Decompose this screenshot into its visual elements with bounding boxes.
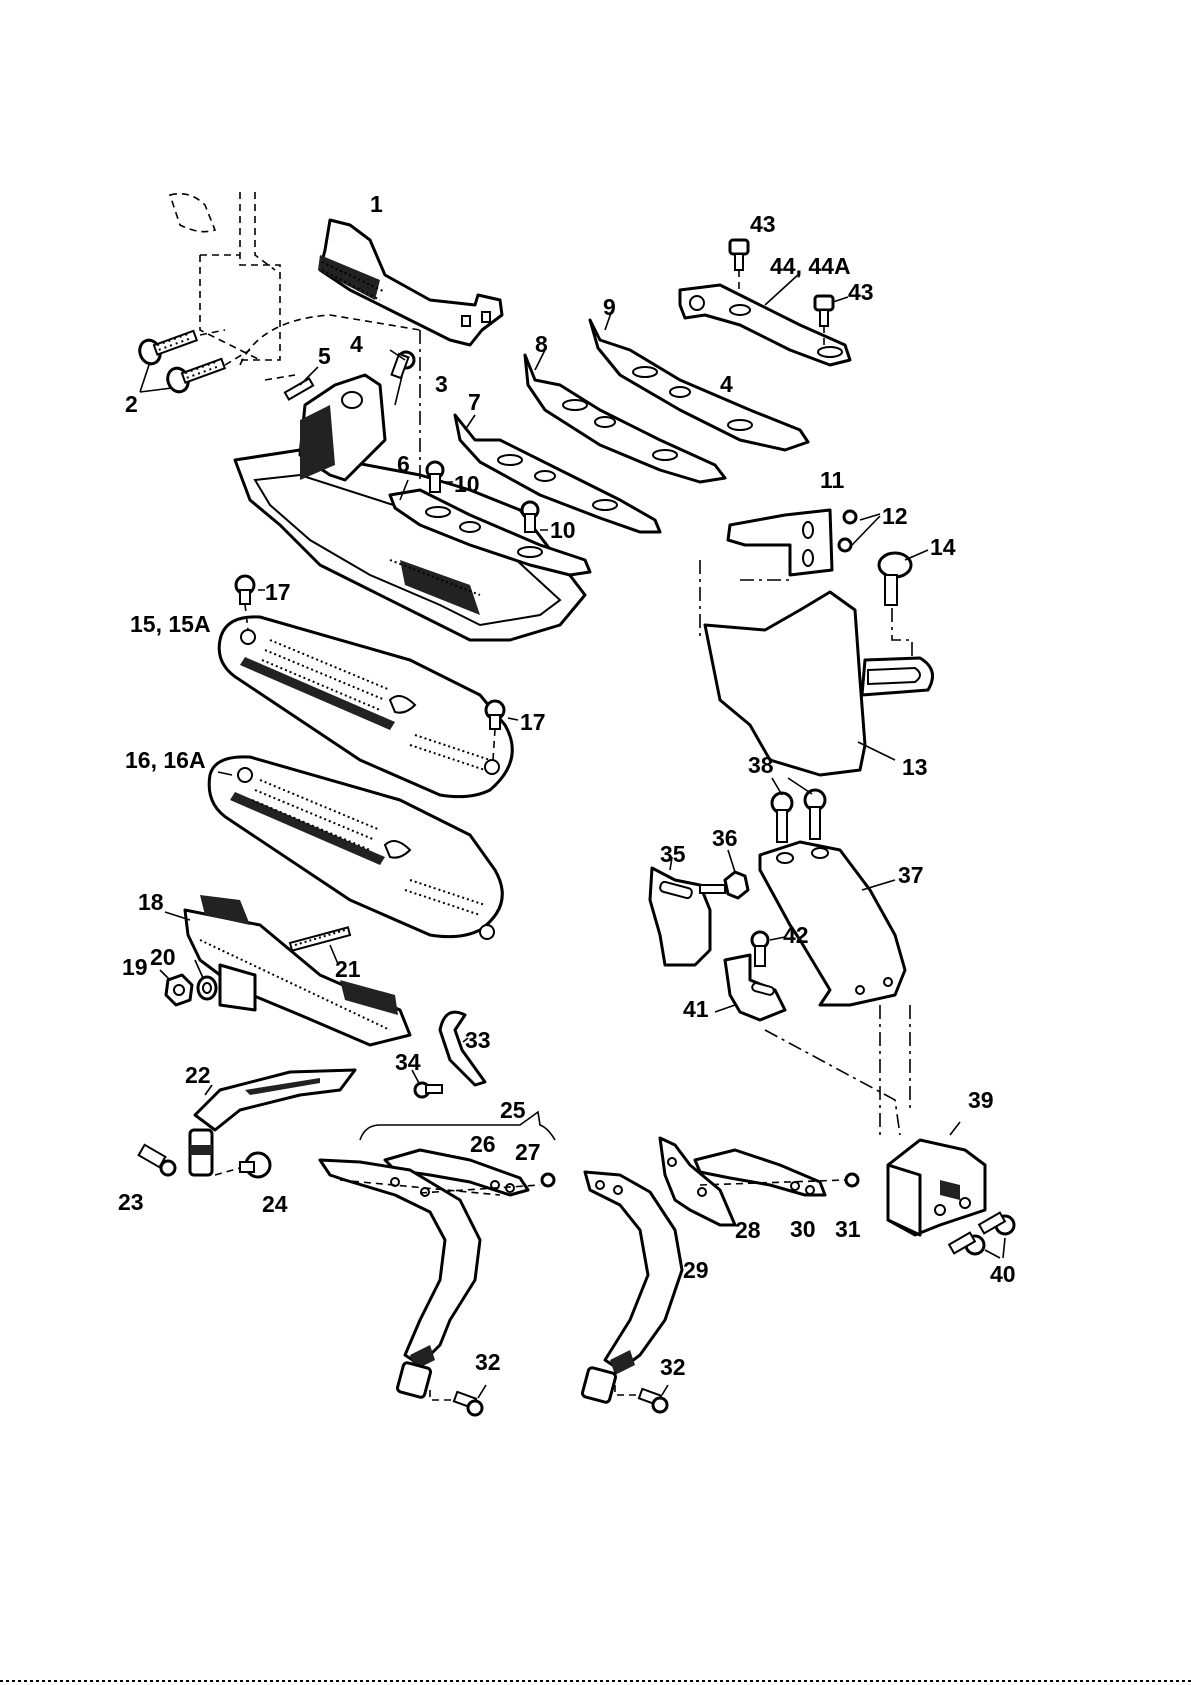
part-23-screw (139, 1145, 175, 1175)
callout-37: 37 (898, 862, 924, 888)
part-36-screw (700, 850, 748, 898)
callout-7: 7 (468, 389, 481, 415)
callout-15: 15, 15A (130, 611, 211, 637)
part-20-washer (198, 977, 216, 999)
callout-17: 17 (265, 579, 291, 605)
part-11-bracket (728, 510, 832, 575)
callout-43: 43 (750, 211, 776, 237)
part-12-screws (839, 511, 880, 551)
callout-12: 12 (882, 503, 908, 529)
callout-2: 2 (125, 391, 138, 417)
callout-36: 36 (712, 825, 738, 851)
callout-41: 41 (683, 996, 709, 1022)
callout-35: 35 (660, 841, 686, 867)
callout-28: 28 (735, 1217, 761, 1243)
callout-26: 26 (470, 1131, 496, 1157)
part-35-bracket (650, 857, 710, 965)
part-32-screws (430, 1385, 668, 1415)
part-5-pin (285, 379, 313, 400)
callout-10: 10 (550, 517, 576, 543)
callout-18: 18 (138, 889, 164, 915)
part-38-screws (772, 778, 825, 842)
callout-40: 40 (990, 1261, 1016, 1287)
callout-19: 19 (122, 954, 148, 980)
callout-32: 32 (475, 1349, 501, 1375)
callout-8: 8 (535, 331, 548, 357)
part-1-feed-dog-bar (318, 220, 502, 345)
callout-4: 4 (720, 371, 733, 397)
callout-33: 33 (465, 1027, 491, 1053)
callout-34: 34 (395, 1049, 421, 1075)
leader-3 (395, 376, 402, 405)
callout-39: 39 (968, 1087, 994, 1113)
part-37-bracket (760, 842, 905, 1005)
part-4-screw (392, 352, 414, 378)
callout-6: 6 (397, 451, 410, 477)
callout-22: 22 (185, 1062, 211, 1088)
part-41-block (715, 955, 785, 1020)
part-27-screw (542, 1174, 554, 1186)
callout-43: 43 (848, 279, 874, 305)
part-28-bracket (660, 1138, 735, 1225)
callout-1: 1 (370, 191, 383, 217)
part-14-screw (879, 550, 928, 660)
callout-24: 24 (262, 1191, 288, 1217)
part-25-bracket-line (360, 1112, 555, 1140)
part-34-screw (415, 1083, 442, 1097)
callout-20: 20 (150, 944, 176, 970)
part-42-screw (752, 932, 785, 966)
callout-32: 32 (660, 1354, 686, 1380)
callout-44: 44, 44A (770, 253, 851, 279)
callout-13: 13 (902, 754, 928, 780)
callout-30: 30 (790, 1216, 816, 1242)
callout-3: 3 (435, 371, 448, 397)
callout-10: 10 (454, 471, 480, 497)
callout-38: 38 (748, 752, 774, 778)
callout-21: 21 (335, 956, 361, 982)
callout-31: 31 (835, 1216, 861, 1242)
callout-11: 11 (820, 467, 845, 493)
part-24-screw (215, 1153, 270, 1177)
callout-42: 42 (783, 922, 809, 948)
part-18-feed-dog (185, 895, 410, 1045)
part-21-stud (290, 927, 350, 950)
bottom-border (0, 1680, 1191, 1682)
part-2-screws (136, 324, 250, 394)
callout-5: 5 (318, 343, 331, 369)
leader-7 (465, 415, 475, 430)
looper-arm-left (320, 1160, 540, 1398)
callout-4: 4 (350, 331, 363, 357)
callout-27: 27 (515, 1139, 541, 1165)
part-39-block (888, 1122, 985, 1235)
callout-14: 14 (930, 534, 956, 560)
callout-17: 17 (520, 709, 546, 735)
callout-29: 29 (683, 1257, 709, 1283)
callout-9: 9 (603, 294, 616, 320)
alignment-lines-39 (765, 1005, 910, 1140)
callout-25: 25 (500, 1097, 526, 1123)
callout-23: 23 (118, 1189, 144, 1215)
callout-16: 16, 16A (125, 747, 206, 773)
